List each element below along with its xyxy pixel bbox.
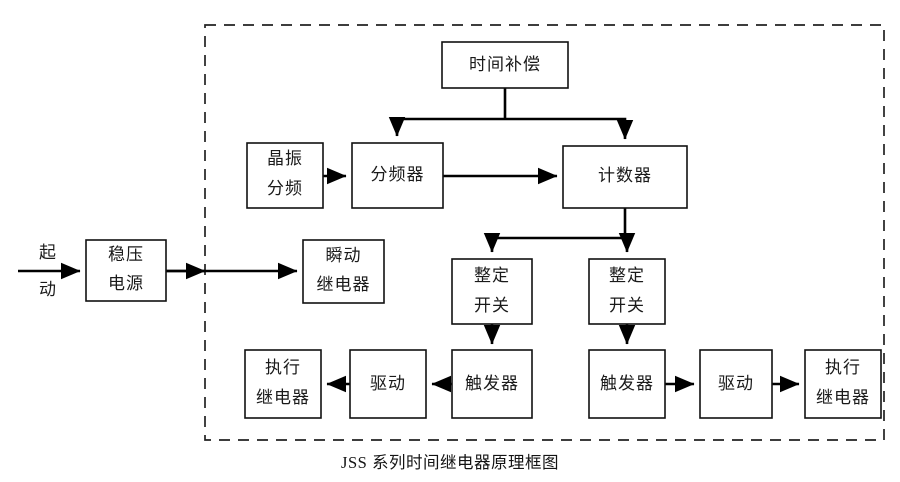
instant-relay-label-line2: 继电器 (317, 275, 371, 294)
block-time-compensation[interactable]: 时间补偿 (441, 41, 569, 89)
block-setting-switch-right[interactable]: 整定 开关 (588, 258, 666, 325)
external-label-start-signal: 起 动 (39, 243, 57, 299)
connector-time-comp-to-counter (505, 117, 634, 140)
output-relay-left-label-line1: 执行 (265, 358, 301, 377)
time-compensation-label: 时间补偿 (469, 55, 541, 74)
power-supply-label-line1: 稳压 (108, 245, 144, 264)
frequency-divider-box[interactable] (351, 142, 444, 209)
trigger-right-box[interactable] (588, 349, 666, 419)
block-trigger-right[interactable]: 触发器 (588, 349, 666, 419)
block-driver-left[interactable]: 驱动 (349, 349, 427, 419)
setting-switch-left-label-line1: 整定 (474, 266, 510, 285)
output-relay-right-box[interactable] (804, 349, 882, 419)
driver-right-box[interactable] (699, 349, 773, 419)
start-signal-label-line2: 动 (39, 280, 57, 299)
block-output-relay-left[interactable]: 执行 继电器 (244, 349, 322, 419)
counter-label: 计数器 (598, 166, 652, 185)
connector-counter-to-setting-switch-right (618, 232, 636, 253)
crystal-divider-label-line1: 晶振 (267, 149, 303, 168)
setting-switch-right-box[interactable] (588, 258, 666, 325)
crystal-divider-box[interactable] (246, 142, 324, 209)
trigger-right-label: 触发器 (600, 374, 654, 393)
instant-relay-box[interactable] (302, 239, 385, 304)
block-setting-switch-left[interactable]: 整定 开关 (451, 258, 533, 325)
block-instant-relay[interactable]: 瞬动 继电器 (302, 239, 385, 304)
block-power-supply[interactable]: 稳压 电源 (85, 239, 167, 302)
driver-left-box[interactable] (349, 349, 427, 419)
setting-switch-right-label-line1: 整定 (609, 266, 645, 285)
time-compensation-box[interactable] (441, 41, 569, 89)
instant-relay-label-line1: 瞬动 (326, 246, 362, 265)
dashed-enclosure (204, 24, 885, 441)
connector-layer (18, 88, 800, 393)
power-supply-label-line2: 电源 (108, 274, 144, 293)
crystal-divider-label-line2: 分频 (267, 179, 303, 198)
figure-caption: JSS 系列时间继电器原理框图 (341, 453, 559, 472)
start-signal-label-line1: 起 (39, 243, 57, 262)
block-counter[interactable]: 计数器 (562, 145, 688, 209)
connector-counter-to-setting-switch-left (483, 232, 625, 253)
trigger-left-box[interactable] (451, 349, 533, 419)
block-frequency-divider[interactable]: 分频器 (351, 142, 444, 209)
driver-left-label: 驱动 (370, 374, 406, 393)
block-driver-right[interactable]: 驱动 (699, 349, 773, 419)
output-relay-right-label-line2: 继电器 (816, 388, 870, 407)
frequency-divider-label: 分频器 (371, 165, 425, 184)
block-output-relay-right[interactable]: 执行 继电器 (804, 349, 882, 419)
driver-right-label: 驱动 (718, 374, 754, 393)
connector-time-comp-to-frequency-divider (388, 116, 505, 137)
setting-switch-right-label-line2: 开关 (609, 296, 645, 315)
setting-switch-left-box[interactable] (451, 258, 533, 325)
block-trigger-left[interactable]: 触发器 (451, 349, 533, 419)
counter-box[interactable] (562, 145, 688, 209)
setting-switch-left-label-line2: 开关 (474, 296, 510, 315)
trigger-left-label: 触发器 (465, 374, 519, 393)
power-supply-box[interactable] (85, 239, 167, 302)
output-relay-right-label-line1: 执行 (825, 358, 861, 377)
output-relay-left-box[interactable] (244, 349, 322, 419)
block-crystal-divider[interactable]: 晶振 分频 (246, 142, 324, 209)
output-relay-left-label-line2: 继电器 (256, 388, 310, 407)
